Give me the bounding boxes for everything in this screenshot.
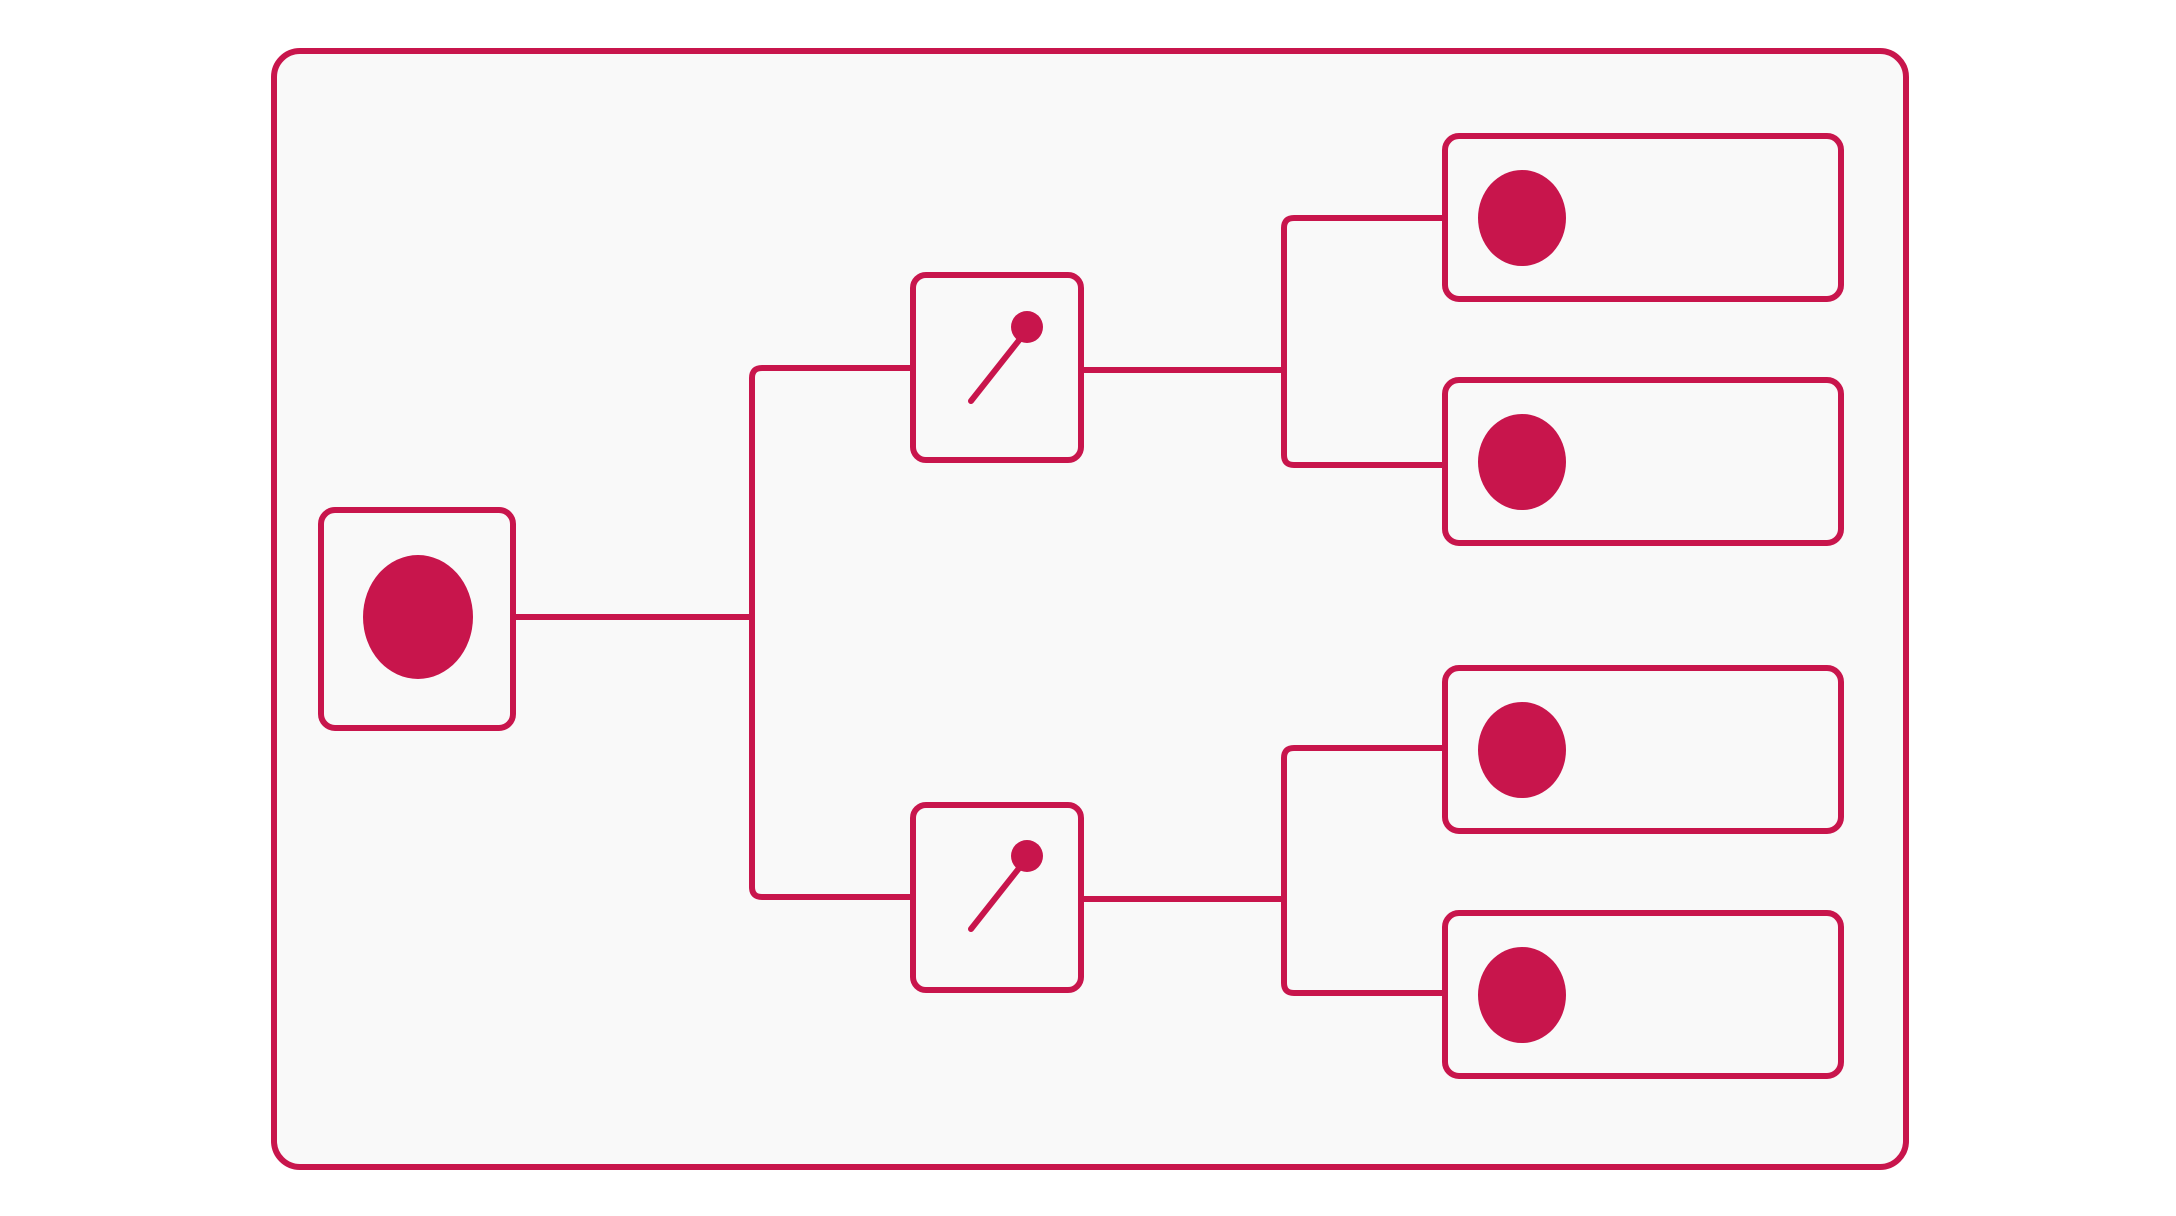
branch-node-bottom [910, 802, 1084, 993]
filled-circle-icon [1478, 170, 1566, 266]
branch-node-top [910, 272, 1084, 463]
container-panel [271, 48, 1909, 1170]
filled-circle-icon [1478, 702, 1566, 798]
connector-branch-top-to-leaf-1 [1281, 215, 1446, 370]
toggle-switch-icon [968, 311, 1043, 404]
connector-root-to-branch-top [749, 365, 914, 617]
root-node [318, 507, 516, 731]
connector-root-to-branch-bottom [749, 617, 914, 900]
connector-branch-top-to-leaf-2 [1281, 370, 1446, 468]
leaf-node-2 [1442, 377, 1844, 546]
connector-branch-bottom-to-leaf-3 [1281, 745, 1446, 899]
filled-circle-icon [1478, 414, 1566, 510]
leaf-node-1 [1442, 133, 1844, 302]
connector-branch-bottom-to-leaf-4 [1281, 899, 1446, 996]
connectors [514, 215, 1446, 996]
filled-circle-icon [363, 555, 473, 679]
filled-circle-icon [1478, 947, 1566, 1043]
toggle-switch-icon [968, 840, 1043, 932]
leaf-node-4 [1442, 910, 1844, 1079]
leaf-node-3 [1442, 665, 1844, 834]
